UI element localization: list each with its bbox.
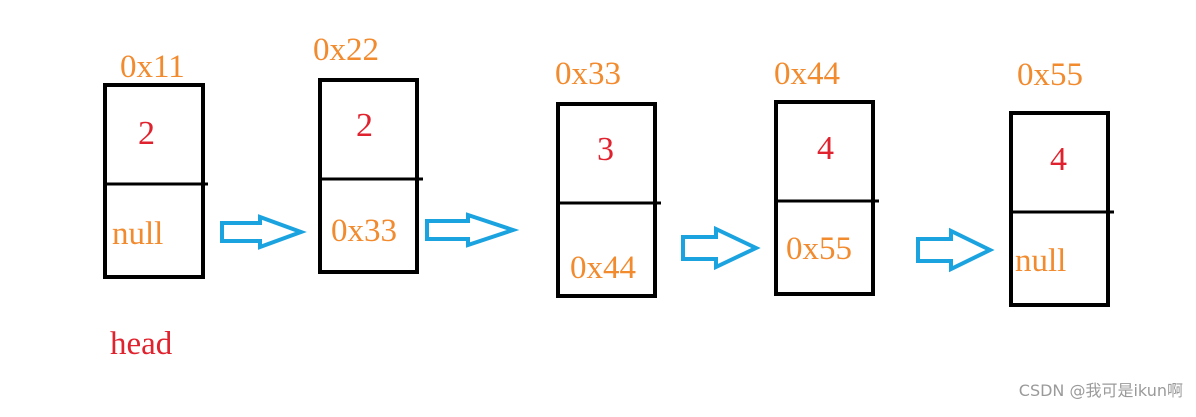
node-1-box [103,83,205,279]
node-1-next: null [112,216,163,252]
arrow-1-to-2-icon [220,214,307,250]
node-3-address: 0x33 [555,56,621,92]
node-3: 0x33 3 0x44 [555,56,661,298]
node-3-next: 0x44 [570,250,636,286]
node-5: 0x55 4 null [1009,57,1114,307]
arrow-2-to-3-icon [425,212,520,248]
node-1-address: 0x11 [120,49,185,85]
node-3-box [556,102,657,298]
node-2-next: 0x33 [331,213,397,249]
arrow-3-to-4-icon [681,225,761,271]
node-4-box [774,100,875,296]
node-4-address: 0x44 [774,56,840,92]
node-4-value: 4 [817,130,834,167]
node-5-box [1009,111,1110,307]
arrow-4-to-5-icon [916,227,995,273]
node-2-box [318,78,419,274]
head-label: head [110,326,173,362]
watermark: CSDN @我可是ikun啊 [1019,381,1183,400]
node-5-next: null [1015,243,1066,279]
node-2-value: 2 [356,107,373,144]
node-1: 0x11 2 null [103,49,208,279]
node-2-address: 0x22 [313,32,379,68]
node-5-value: 4 [1050,141,1067,178]
node-2: 0x22 2 0x33 [313,32,423,274]
node-4-next: 0x55 [786,231,852,267]
node-4: 0x44 4 0x55 [774,56,879,296]
node-3-value: 3 [597,131,614,168]
node-1-value: 2 [138,115,155,152]
node-5-address: 0x55 [1017,57,1083,93]
